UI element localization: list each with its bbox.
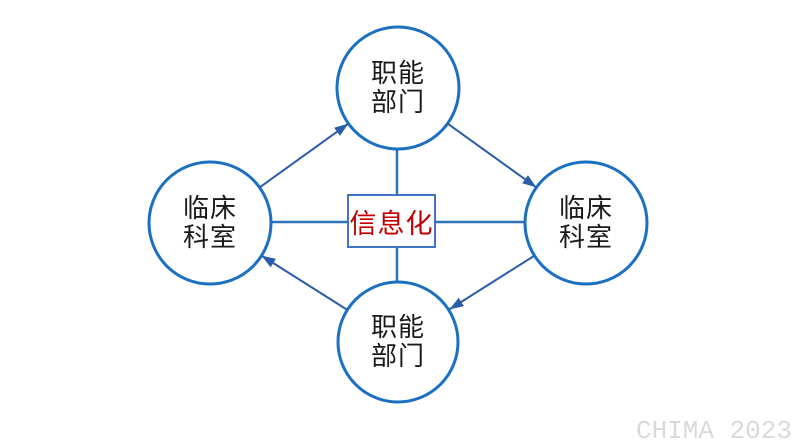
center-box [347,194,436,248]
edge-right-to-bottom [448,254,536,311]
left-node-label: 临床 科室 [182,194,237,252]
center-box-label: 信息化 [349,208,434,239]
bottom-circle [336,280,460,404]
edge-left-to-top [259,122,349,189]
watermark-text: CHIMA 2023 [635,416,792,446]
bottom-node-label: 职能 部门 [370,313,425,371]
left-circle [147,160,273,286]
top-circle [335,25,461,151]
edge-bottom-to-left [260,254,348,311]
right-node-label: 临床 科室 [558,194,613,252]
edge-top-to-right [447,122,537,189]
top-node-label: 职能 部门 [370,59,425,117]
right-circle [523,160,649,286]
